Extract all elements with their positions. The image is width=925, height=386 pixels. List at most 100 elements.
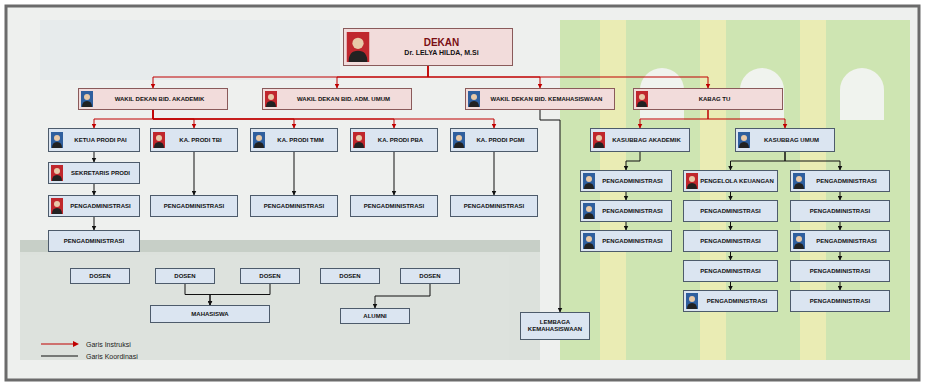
portrait-photo: [265, 91, 277, 107]
unit-box: PENGADMINISTRASI: [790, 290, 890, 312]
portrait-photo: [793, 233, 805, 249]
unit-box: PENGADMINISTRASI: [580, 200, 672, 222]
coordination-line: [785, 152, 840, 170]
photo-head: [54, 201, 60, 207]
legend-line: [41, 355, 78, 356]
box-title: KA. PRODI PBA: [367, 137, 434, 144]
box-title: KA. PRODI TBI: [167, 137, 234, 144]
photo-body: [584, 243, 594, 249]
unit-box: PENGADMINISTRASI: [790, 260, 890, 282]
coordination-line: [840, 252, 841, 260]
box-title: PENGADMINISTRASI: [597, 238, 668, 245]
coordination-line: [210, 284, 270, 305]
box-title: LEMBAGA KEMAHASISWAAN: [524, 319, 586, 333]
unit-box: DOSEN: [240, 268, 300, 284]
coordination-line: [94, 184, 95, 195]
unit-box: PENGADMINISTRASI: [580, 230, 672, 252]
building-illustration: [20, 20, 910, 360]
box-title: PENGADMINISTRASI: [65, 203, 136, 210]
portrait-photo: [636, 91, 648, 107]
photo-background: [51, 198, 63, 214]
photo-body: [594, 142, 604, 148]
portrait-photo: [346, 32, 370, 62]
portrait-photo: [793, 173, 805, 189]
legend-sample: [40, 340, 80, 348]
leader-box: WAKIL DEKAN BID. ADM. UMUM: [262, 88, 412, 110]
unit-box: KA. PRODI TBI: [150, 128, 238, 152]
photo-head: [796, 236, 802, 242]
instruction-line: [153, 110, 494, 128]
legend-line: [41, 343, 74, 344]
unit-box: PENGADMINISTRASI: [683, 290, 778, 312]
photo-background: [636, 91, 648, 107]
box-title: KA. PRODI PGMI: [467, 137, 534, 144]
photo-body: [52, 175, 62, 181]
photo-body: [637, 101, 647, 107]
unit-box: LEMBAGA KEMAHASISWAAN: [520, 312, 590, 340]
photo-background: [793, 173, 805, 189]
photo-head: [586, 176, 592, 182]
box-title: PENGADMINISTRASI: [454, 203, 534, 210]
photo-body: [584, 183, 594, 189]
box-title: PENGADMINISTRASI: [687, 208, 774, 215]
unit-box: SEKRETARIS PRODI: [48, 162, 140, 184]
photo-head: [268, 94, 274, 100]
unit-box: DOSEN: [70, 268, 130, 284]
unit-box: KASUBBAG AKADEMIK: [590, 128, 690, 152]
box-title: WAKIL DEKAN BID. ADM. UMUM: [279, 96, 408, 103]
frame: [6, 6, 919, 380]
portrait-photo: [353, 132, 365, 148]
photo-head: [356, 135, 362, 141]
photo-body: [687, 183, 697, 189]
box-title: DOSEN: [74, 273, 126, 280]
unit-box: MAHASISWA: [150, 305, 270, 323]
dean-box: DEKANDr. LELYA HILDA, M.Si: [343, 28, 513, 66]
building-wall: [560, 20, 910, 360]
portrait-photo: [686, 173, 698, 189]
photo-head: [84, 94, 90, 100]
portrait-photo: [51, 198, 63, 214]
unit-box: KASUBBAG UMUM: [735, 128, 835, 152]
coordination-line: [730, 282, 731, 290]
photo-background: [583, 233, 595, 249]
photo-head: [689, 296, 695, 302]
unit-box: KA. PRODI PBA: [350, 128, 438, 152]
photo-head: [596, 135, 602, 141]
unit-box: PENGADMINISTRASI: [450, 195, 538, 217]
coordination-line: [294, 152, 295, 195]
photo-background: [686, 293, 698, 309]
instruction-line: [153, 66, 428, 88]
box-title: DOSEN: [244, 273, 296, 280]
portrait-photo: [253, 132, 265, 148]
box-title: PENGADMINISTRASI: [254, 203, 334, 210]
photo-head: [54, 135, 60, 141]
photo-background: [353, 132, 365, 148]
box-title: PENGADMINISTRASI: [597, 178, 668, 185]
portrait-photo: [81, 91, 93, 107]
instruction-line: [428, 66, 708, 88]
box-title: PENGELOLA KEUANGAN: [700, 178, 774, 185]
box-title: PENGADMINISTRASI: [700, 298, 774, 305]
photo-background: [153, 132, 165, 148]
box-title: PENGADMINISTRASI: [794, 298, 886, 305]
photo-background: [265, 91, 277, 107]
portrait-photo: [738, 132, 750, 148]
coordination-line: [730, 252, 731, 260]
photo-background: [738, 132, 750, 148]
box-title: PENGADMINISTRASI: [807, 238, 886, 245]
portrait-photo: [583, 203, 595, 219]
coordination-line: [375, 284, 430, 308]
unit-box: PENGADMINISTRASI: [150, 195, 238, 217]
unit-box: PENGADMINISTRASI: [683, 230, 778, 252]
photo-background: [347, 32, 370, 62]
box-title: WAKIL DEKAN BID. KEMAHASISWAAN: [482, 96, 611, 103]
portrait-photo: [583, 233, 595, 249]
coordination-line: [626, 222, 627, 230]
sky: [40, 20, 340, 80]
legend-text: Garis Koordinasi: [86, 353, 138, 360]
unit-box: DOSEN: [400, 268, 460, 284]
box-title: PENGADMINISTRASI: [52, 238, 136, 245]
